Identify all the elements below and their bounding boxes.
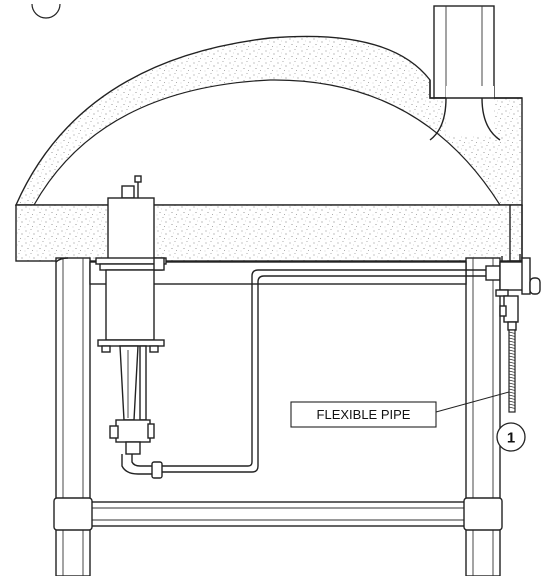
corrugation-line <box>508 391 516 394</box>
gas-pipe <box>162 269 488 473</box>
flexible-pipe-corrugations <box>508 331 516 409</box>
corrugation-line <box>508 376 516 379</box>
callout-1-text: 1 <box>507 430 515 447</box>
gas-valve-assembly <box>485 254 541 331</box>
corrugation-line <box>508 382 516 385</box>
chimney-flue <box>433 5 495 99</box>
corrugation-line <box>508 367 516 370</box>
corrugation-line <box>508 340 516 343</box>
corrugation-line <box>508 400 516 403</box>
corrugation-line <box>508 403 516 406</box>
corrugation-line <box>508 337 516 340</box>
oven-floor-slab <box>15 204 523 262</box>
stand-frame <box>53 257 503 576</box>
corrugation-line <box>508 361 516 364</box>
burner-assembly <box>95 175 167 479</box>
corrugation-line <box>508 379 516 382</box>
corrugation-line <box>508 358 516 361</box>
corrugation-line <box>508 397 516 400</box>
corrugation-line <box>508 343 516 346</box>
callout-1: 1 <box>496 422 526 452</box>
corrugation-line <box>508 364 516 367</box>
flexible-pipe-label: FLEXIBLE PIPE <box>290 401 437 428</box>
corrugation-line <box>508 355 516 358</box>
oven-dome <box>14 35 523 206</box>
corrugation-line <box>508 331 516 334</box>
corrugation-line <box>508 385 516 388</box>
flexible-pipe <box>508 329 516 413</box>
partial-callout-circle <box>31 3 61 19</box>
corrugation-line <box>508 373 516 376</box>
corrugation-line <box>508 370 516 373</box>
corrugation-line <box>508 346 516 349</box>
flexible-pipe-leader-line <box>435 391 510 413</box>
flexible-pipe-label-text: FLEXIBLE PIPE <box>317 407 411 422</box>
corrugation-line <box>508 352 516 355</box>
corrugation-line <box>508 388 516 391</box>
corrugation-line <box>508 349 516 352</box>
corrugation-line <box>508 394 516 397</box>
corrugation-line <box>508 406 516 409</box>
corrugation-line <box>508 334 516 337</box>
